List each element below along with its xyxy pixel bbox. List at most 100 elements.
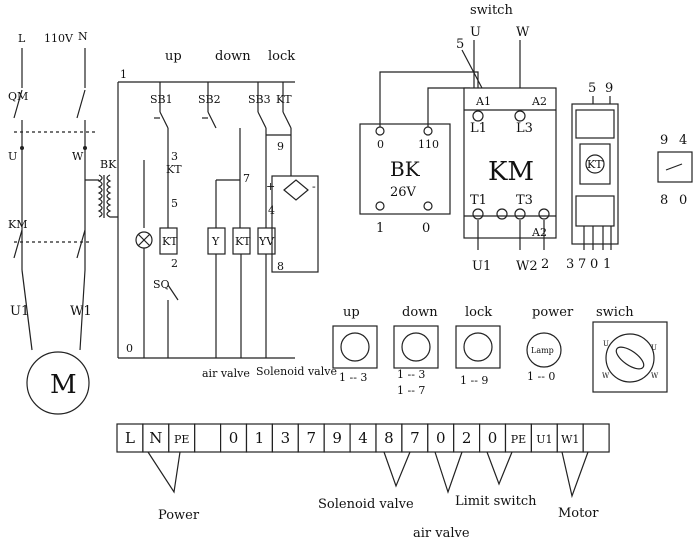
yv-coil-label: YV: [258, 235, 275, 248]
km-label: KM: [8, 218, 27, 231]
bk-label: BK: [100, 158, 117, 171]
terminal-label: 2: [462, 429, 472, 447]
terminal-label: U1: [536, 433, 552, 446]
column-down-label: down: [215, 49, 251, 64]
small-switch-8: 8: [660, 193, 668, 208]
transformer-bk: 0 110 BK 26V 1 0: [359, 71, 479, 236]
timer-1-label: 1: [603, 257, 611, 272]
node-8-label: 8: [277, 260, 284, 273]
kt-top-label: KT: [276, 93, 292, 106]
node-9-label: 9: [277, 140, 284, 153]
contactor-t1: T1: [470, 193, 487, 208]
y-coil-label: Y: [211, 235, 220, 248]
motor-symbol: [26, 351, 90, 415]
transformer-t110: 110: [418, 138, 439, 151]
kt-coil-1-label: KT: [162, 235, 178, 248]
terminal-cell: [142, 423, 170, 453]
small-switch-4: 4: [679, 133, 687, 148]
w1-label: W1: [70, 304, 92, 319]
transformer-t0: 0: [377, 138, 384, 151]
u1-label: U1: [10, 304, 29, 319]
terminal-cell: [194, 423, 222, 453]
lock-button[interactable]: [455, 325, 501, 369]
switch-label: switch: [470, 3, 513, 18]
plus-label: +: [266, 180, 275, 193]
small-switch-0: 0: [679, 193, 687, 208]
solenoid-valve-label: Solenoid valve: [256, 365, 337, 378]
node-5-label: 5: [171, 197, 178, 210]
node-0-label: 0: [126, 342, 133, 355]
terminal-label: W1: [561, 433, 579, 446]
transformer-b1: 1: [376, 221, 384, 236]
small-switch: 9 4 8 0: [657, 133, 693, 208]
down-terminals-2: 1 -- 7: [397, 384, 425, 397]
terminal-label: 7: [306, 429, 316, 447]
transformer-name: BK: [390, 157, 421, 181]
contactor-u1: U1: [472, 259, 491, 274]
contactor-km: switch U W 5 A1 A2 L1 L3 KM T1 T3 A2 U1 …: [456, 3, 557, 274]
contactor-body: [463, 87, 557, 239]
terminal-cell: [401, 423, 429, 453]
timer-body: [571, 103, 619, 245]
terminal-label: 0: [229, 429, 239, 447]
terminal-label: PE: [174, 433, 189, 446]
strip-label-power: Power: [158, 508, 200, 523]
control-circuit: 1 0 up down lock SB1 KT 3 5 2 SQ KT SB2: [117, 49, 337, 380]
air-valve-label: air valve: [202, 367, 250, 380]
terminal-label: N: [149, 429, 162, 447]
terminal-label: 0: [436, 429, 446, 447]
panel-down-label: down: [402, 305, 438, 320]
timer-relay: 5 9 KT 3 7 0 1: [566, 81, 619, 272]
panel-up-label: up: [343, 305, 360, 320]
kt-coil-2-label: KT: [235, 235, 251, 248]
strip-label-air: air valve: [413, 526, 470, 541]
terminal-cell: [245, 423, 273, 453]
strip-label-limit: Limit switch: [455, 494, 537, 509]
swich-u-right: U: [651, 344, 657, 352]
node-1-label: 1: [120, 68, 127, 81]
panel-lock-label: lock: [465, 305, 492, 320]
transformer-b0: 0: [422, 221, 430, 236]
contactor-u-label: U: [470, 25, 481, 40]
terminal-cell: [271, 423, 299, 453]
supply-voltage-label: 110V: [44, 32, 74, 45]
power-lamp-label: Lamp: [531, 346, 554, 355]
motor-symbol-label: M: [50, 370, 77, 400]
terminal-label: L: [125, 429, 135, 447]
power-lamp: [526, 332, 562, 368]
swich-w-right: W: [651, 372, 659, 380]
small-switch-9: 9: [660, 133, 668, 148]
transformer-body: [359, 123, 451, 215]
contactor-a1: A1: [475, 95, 491, 108]
terminal-label: 8: [384, 429, 394, 447]
down-button[interactable]: [393, 325, 439, 369]
strip-pointers: [147, 451, 589, 499]
terminal-label: 9: [332, 429, 342, 447]
swich-w-left: W: [602, 372, 610, 380]
timer-3-label: 3: [566, 257, 574, 272]
contactor-a2-top: A2: [531, 95, 547, 108]
up-button[interactable]: [332, 325, 378, 369]
terminal-label: 0: [488, 429, 498, 447]
terminal-cell: [479, 423, 507, 453]
terminal-label: 1: [255, 429, 265, 447]
terminal-label: 7: [410, 429, 420, 447]
panel-controls: up 1 -- 3 down 1 -- 3 1 -- 7 lock 1 -- 9…: [332, 305, 668, 397]
timer-kt-label: KT: [587, 158, 603, 171]
swich-u-left: U: [603, 340, 609, 348]
sb1-label: SB1: [150, 93, 173, 106]
contactor-w2: W2: [516, 259, 538, 274]
column-lock-label: lock: [268, 49, 295, 64]
contactor-l3: L3: [516, 121, 533, 136]
contactor-name: KM: [488, 157, 534, 187]
terminal-cell: [220, 423, 248, 453]
panel-power-label: power: [532, 305, 574, 320]
strip-label-motor: Motor: [558, 506, 599, 521]
node-3-label: 3: [171, 150, 178, 163]
terminal-label: 3: [281, 429, 291, 447]
contactor-2: 2: [541, 257, 549, 272]
transformer-voltage: 26V: [390, 185, 417, 200]
supply-n-label: N: [78, 30, 88, 43]
w-label: W: [72, 150, 84, 163]
terminal-cell: [323, 423, 351, 453]
